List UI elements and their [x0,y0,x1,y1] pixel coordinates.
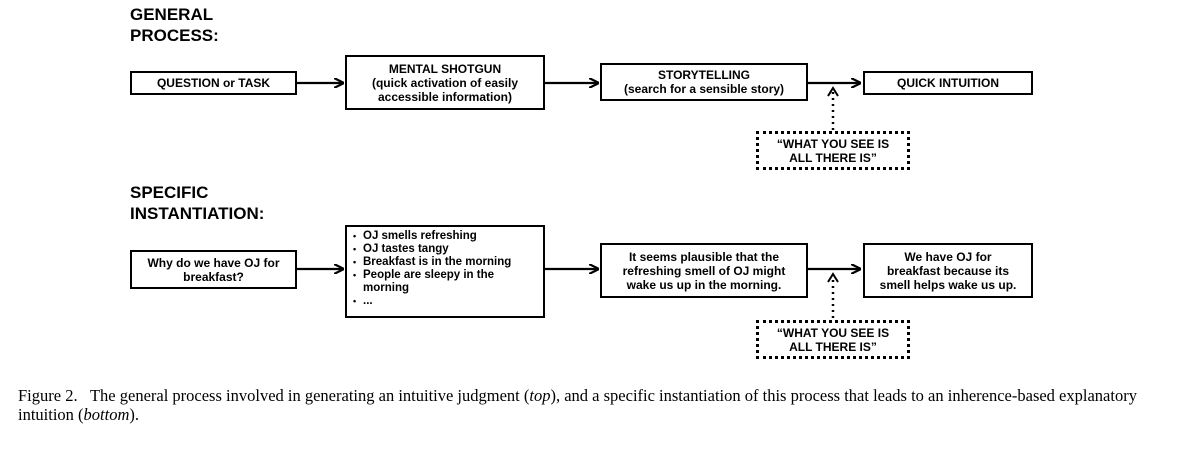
dotted-arrowhead-bottom [827,272,839,283]
list-item: ... [353,295,537,308]
box-text: wake us up in the morning. [626,277,782,292]
heading-line: INSTANTIATION: [130,204,265,223]
list-item: OJ smells refreshing [353,230,537,243]
box-text: (search for a sensible story) [623,82,785,96]
quick-intuition-box: QUICK INTUITION [863,71,1033,95]
activated-information-list: OJ smells refreshing OJ tastes tangy Bre… [345,225,545,318]
general-process-heading: GENERAL PROCESS: [130,4,219,46]
storytelling-box: STORYTELLING (search for a sensible stor… [600,63,808,101]
note-text: “WHAT YOU SEE IS [776,136,890,151]
note-text: ALL THERE IS” [789,339,877,354]
mental-shotgun-box: MENTAL SHOTGUN (quick activation of easi… [345,55,545,110]
info-list: OJ smells refreshing OJ tastes tangy Bre… [353,230,537,308]
box-text: QUICK INTUITION [897,76,999,90]
figure-caption: Figure 2. The general process involved i… [18,386,1168,424]
oj-question-box: Why do we have OJ for breakfast? [130,250,297,289]
question-or-task-box: QUESTION or TASK [130,71,297,95]
box-text: QUESTION or TASK [156,76,271,90]
box-text: accessible information) [377,89,513,104]
box-text: It seems plausible that the [628,249,780,264]
caption-text: ). [129,405,140,424]
list-item: Breakfast is in the morning [353,256,537,269]
specific-instantiation-heading: SPECIFIC INSTANTIATION: [130,182,264,224]
caption-prefix: Figure 2. [18,386,78,405]
heading-line: PROCESS: [130,26,219,45]
caption-emphasis: bottom [83,405,130,424]
dotted-arrowhead-top [827,86,839,97]
box-text: MENTAL SHOTGUN [388,61,502,76]
box-text: (quick activation of easily [371,75,519,90]
box-text: STORYTELLING [657,68,750,82]
intuition-conclusion-box: We have OJ for breakfast because its sme… [863,243,1033,298]
list-item: People are sleepy in the morning [353,269,537,295]
box-text: breakfast because its [886,263,1010,278]
note-text: ALL THERE IS” [789,150,877,165]
box-text: smell helps wake us up. [879,277,1017,292]
caption-emphasis: top [529,386,551,405]
caption-text: ), and a specific instantiation of this … [18,386,1137,424]
list-item: OJ tastes tangy [353,243,537,256]
wysiati-note-top: “WHAT YOU SEE IS ALL THERE IS” [756,131,910,170]
plausible-story-box: It seems plausible that the refreshing s… [600,243,808,298]
box-text: We have OJ for [904,249,992,264]
heading-line: SPECIFIC [130,183,209,202]
box-text: refreshing smell of OJ might [622,263,786,278]
note-text: “WHAT YOU SEE IS [776,325,890,340]
heading-line: GENERAL [130,5,214,24]
wysiati-note-bottom: “WHAT YOU SEE IS ALL THERE IS” [756,320,910,359]
box-text: Why do we have OJ for [147,255,280,270]
caption-text: The general process involved in generati… [89,386,530,405]
box-text: breakfast? [183,269,244,284]
